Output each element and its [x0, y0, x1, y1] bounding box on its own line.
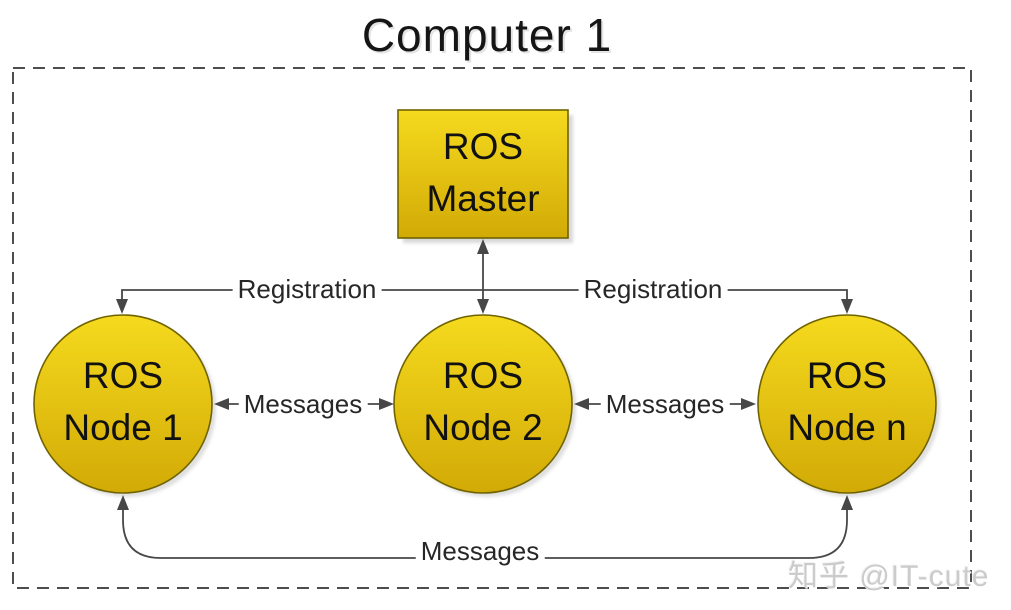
page-title: Computer 1 — [361, 9, 613, 61]
ros-node-1-label-line1: ROS — [82, 355, 164, 396]
messages-node1-node2-label: Messages — [238, 389, 368, 419]
messages-node2-noden-label: Messages — [600, 389, 730, 419]
arrowheads — [116, 239, 853, 510]
arrowhead-into-node1-right — [214, 398, 229, 410]
arrowhead-into-noden-top — [841, 299, 853, 314]
ros-node-n-label-line2: Node n — [787, 407, 907, 448]
ros-master-label: ROS Master — [426, 121, 539, 225]
ros-master-label-line1: ROS — [442, 126, 524, 167]
arrowhead-into-node1-top — [116, 299, 128, 314]
arrowhead-into-master-bottom — [477, 239, 489, 254]
arrowhead-into-noden-bottom — [841, 495, 853, 510]
arrowhead-into-node2-left — [379, 398, 394, 410]
ros-node-n-label-line1: ROS — [806, 355, 888, 396]
ros-master-box — [397, 109, 569, 239]
ros-node-2-label: ROS Node 2 — [423, 350, 542, 454]
arrowhead-into-noden-left — [741, 398, 756, 410]
arrowhead-into-node2-top — [477, 299, 489, 314]
arrowhead-into-node2-right — [574, 398, 589, 410]
ros-node-1-circle — [33, 314, 213, 494]
ros-node-2-circle — [393, 314, 573, 494]
ros-node-n-label: ROS Node n — [787, 350, 906, 454]
arrowhead-into-node1-bottom — [117, 495, 129, 510]
ros-node-1-label-line2: Node 1 — [63, 407, 183, 448]
registration-right-label: Registration — [578, 274, 728, 304]
registration-left-label: Registration — [232, 274, 382, 304]
ros-node-1-label: ROS Node 1 — [63, 350, 182, 454]
messages-bottom-label: Messages — [415, 536, 545, 566]
ros-node-2-label-line2: Node 2 — [423, 407, 543, 448]
ros-master-label-line2: Master — [426, 178, 540, 219]
ros-node-n-circle — [757, 314, 937, 494]
watermark: 知乎 @IT-cute — [788, 560, 990, 593]
ros-node-2-label-line1: ROS — [442, 355, 524, 396]
